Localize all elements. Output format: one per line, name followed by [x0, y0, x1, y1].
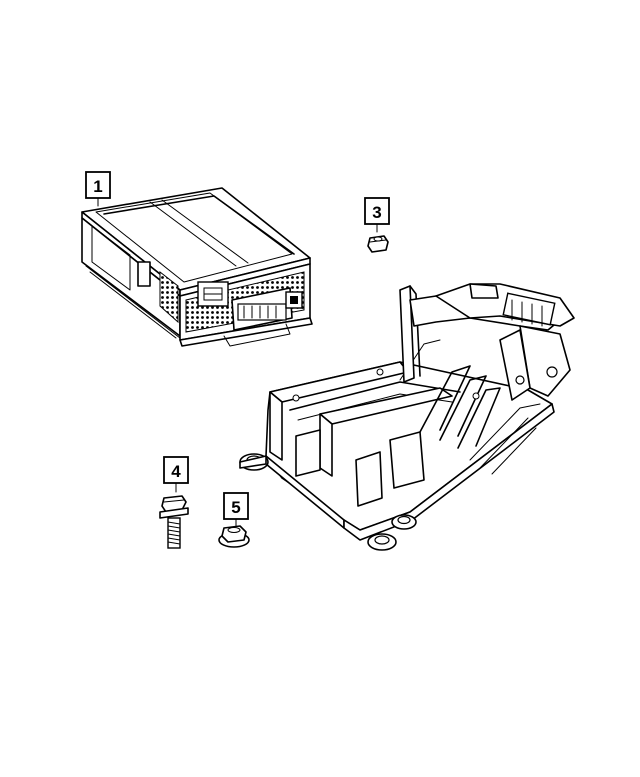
- callout-5-label: 5: [231, 498, 240, 517]
- callout-3[interactable]: 3: [364, 197, 390, 233]
- bolt-icon[interactable]: [159, 495, 189, 549]
- flange-nut-icon[interactable]: [218, 525, 250, 548]
- control-module-icon[interactable]: [81, 187, 313, 347]
- callout-3-label: 3: [372, 203, 381, 222]
- callout-1[interactable]: 1: [85, 171, 111, 207]
- callout-4[interactable]: 4: [163, 456, 189, 493]
- nut-icon[interactable]: [367, 235, 389, 253]
- mounting-bracket-icon[interactable]: [239, 283, 575, 551]
- callout-1-label: 1: [93, 177, 102, 196]
- callout-4-label: 4: [171, 462, 181, 481]
- callout-5[interactable]: 5: [223, 492, 249, 527]
